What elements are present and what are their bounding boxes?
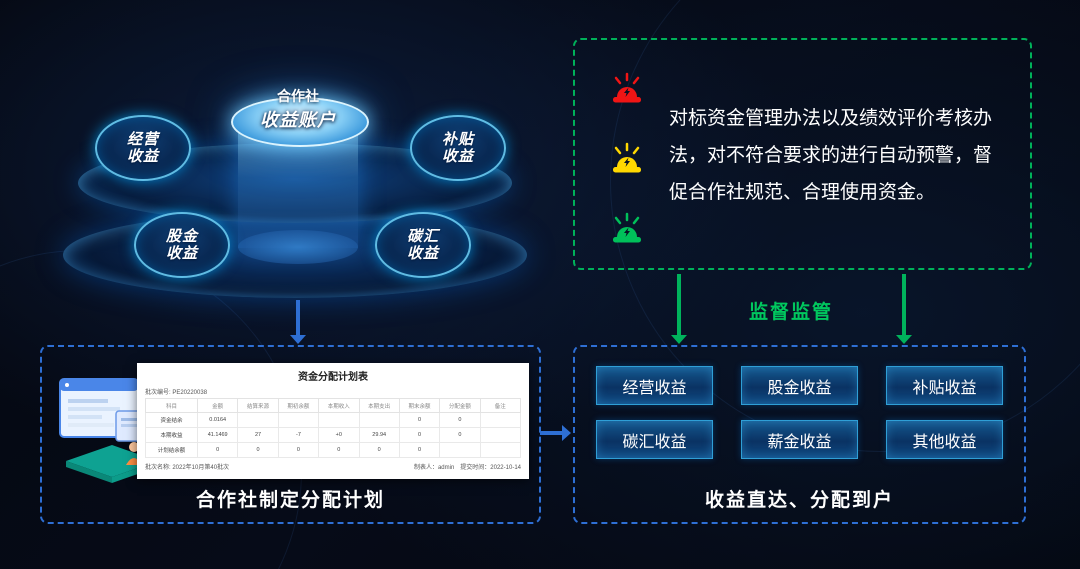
alarm-siren-yellow-icon [613, 142, 641, 173]
table-cell [318, 412, 360, 428]
table-header-cell: 期末余额 [398, 398, 441, 413]
badge-carbon-income: 碳汇 收益 [375, 212, 471, 278]
siren-rays [614, 142, 640, 155]
table-cell [277, 412, 320, 428]
table-cell: 0 [237, 442, 279, 458]
table-cell: 0.0164 [196, 412, 239, 428]
table-cell: 本期收益 [145, 427, 198, 443]
alert-panel: 对标资金管理办法以及绩效评价考核办法，对不符合要求的进行自动预警，督促合作社规范… [573, 38, 1032, 270]
table-cell [358, 412, 400, 428]
table-header-cell: 分配金额 [439, 398, 481, 413]
cooperative-label: 合作社 [277, 88, 319, 104]
table-cell: 0 [196, 442, 239, 458]
income-panel: 经营收益 股金收益 补贴收益 碳汇收益 薪金收益 其他收益 收益直达、分配到户 [573, 345, 1026, 524]
table-header-cell: 备注 [479, 398, 522, 413]
badge-label-line: 碳汇 [406, 227, 439, 245]
arrow-down-green-right-icon [902, 274, 906, 336]
badge-label-line: 收益 [406, 245, 439, 262]
badge-label-line: 股金 [165, 227, 198, 245]
table-title: 资金分配计划表 [298, 372, 368, 383]
table-cell: 0 [439, 412, 481, 428]
badge-label-line: 收益 [441, 148, 474, 165]
alert-description: 对标资金管理办法以及绩效评价考核办法，对不符合要求的进行自动预警，督促合作社规范… [669, 108, 993, 203]
table-header-cell: 科目 [145, 398, 198, 413]
table-cell: 0 [439, 427, 481, 443]
plan-panel: 资金分配计划表 批次编号: PE20220038 科目 金额 结算来源 期初余额… [40, 345, 541, 524]
badge-label-line: 收益 [126, 148, 159, 165]
badge-label-line: 经营 [126, 130, 159, 148]
plan-caption: 合作社制定分配计划 [195, 490, 385, 511]
table-cell: 0 [398, 427, 441, 443]
badge-label-line: 收益 [165, 245, 198, 262]
table-header-cell: 结算来源 [237, 398, 279, 413]
income-button-subsidy[interactable]: 补贴收益 [886, 366, 1003, 405]
table-header-row: 科目 金额 结算来源 期初余额 本期收入 本期支出 期末余额 分配金额 备注 [145, 398, 522, 413]
income-account-cylinder-top [231, 97, 369, 147]
badge-label-line: 补贴 [441, 130, 474, 148]
table-cell: +0 [318, 427, 360, 443]
supervision-label: 监督监管 [748, 302, 833, 323]
table-row: 资金结余 0.0164 0 0 [145, 412, 522, 428]
alarm-icon-column [609, 72, 645, 248]
table-cell: 0 [398, 442, 441, 458]
table-batch-name: 批次名称: 2022年10月第40批次 [145, 465, 230, 471]
alarm-siren-green-icon [613, 212, 641, 243]
table-header-cell: 本期支出 [358, 398, 400, 413]
table-author-time: 制表人：admin 提交时间：2022-10-14 [413, 465, 521, 471]
arrow-down-green-left-icon [677, 274, 681, 336]
table-footer: 批次名称: 2022年10月第40批次 制表人：admin 提交时间：2022-… [137, 458, 529, 471]
table-cell [439, 442, 481, 458]
table-cell [479, 442, 522, 458]
table-row: 计划结余额 0 0 0 0 0 0 [145, 442, 522, 458]
siren-rays [614, 212, 640, 225]
income-button-carbon[interactable]: 碳汇收益 [596, 420, 713, 459]
badge-subsidy-income: 补贴 收益 [410, 115, 506, 181]
badge-operating-income: 经营 收益 [95, 115, 191, 181]
table-cell: 41.1469 [196, 427, 239, 443]
table-cell: 29.94 [358, 427, 400, 443]
table-header-cell: 本期收入 [318, 398, 360, 413]
table-cell: 0 [358, 442, 400, 458]
table-cell [479, 412, 522, 428]
table-cell: 计划结余额 [145, 442, 198, 458]
table-cell: 0 [398, 412, 441, 428]
income-button-salary[interactable]: 薪金收益 [741, 420, 858, 459]
table-row: 本期收益 41.1469 27 -7 +0 29.94 0 0 [145, 427, 522, 443]
income-button-grid: 经营收益 股金收益 补贴收益 碳汇收益 薪金收益 其他收益 [596, 366, 1003, 459]
table-cell [237, 412, 279, 428]
fund-allocation-table: 资金分配计划表 批次编号: PE20220038 科目 金额 结算来源 期初余额… [137, 363, 529, 479]
table-cell: 0 [318, 442, 360, 458]
workstation-illustration [59, 378, 158, 483]
table-header-cell: 期初余额 [277, 398, 320, 413]
alarm-siren-red-icon [613, 72, 641, 103]
table-header-cell: 金额 [196, 398, 239, 413]
income-button-operating[interactable]: 经营收益 [596, 366, 713, 405]
table-cell: 0 [277, 442, 320, 458]
table-batch-no: 批次编号: PE20220038 [145, 390, 208, 396]
income-button-other[interactable]: 其他收益 [886, 420, 1003, 459]
badge-share-income: 股金 收益 [134, 212, 230, 278]
table-cell [479, 427, 522, 443]
table-cell: 资金结余 [145, 412, 198, 428]
income-account-label: 收益账户 [260, 110, 336, 130]
income-button-shares[interactable]: 股金收益 [741, 366, 858, 405]
siren-rays [614, 72, 640, 85]
table-cell: 27 [237, 427, 279, 443]
allocation-table-grid: 科目 金额 结算来源 期初余额 本期收入 本期支出 期末余额 分配金额 备注 资… [145, 398, 522, 458]
arrow-right-blue-icon [540, 431, 562, 435]
income-caption: 收益直达、分配到户 [704, 490, 894, 511]
arrow-down-blue-icon [296, 300, 300, 336]
table-cell: -7 [277, 427, 320, 443]
